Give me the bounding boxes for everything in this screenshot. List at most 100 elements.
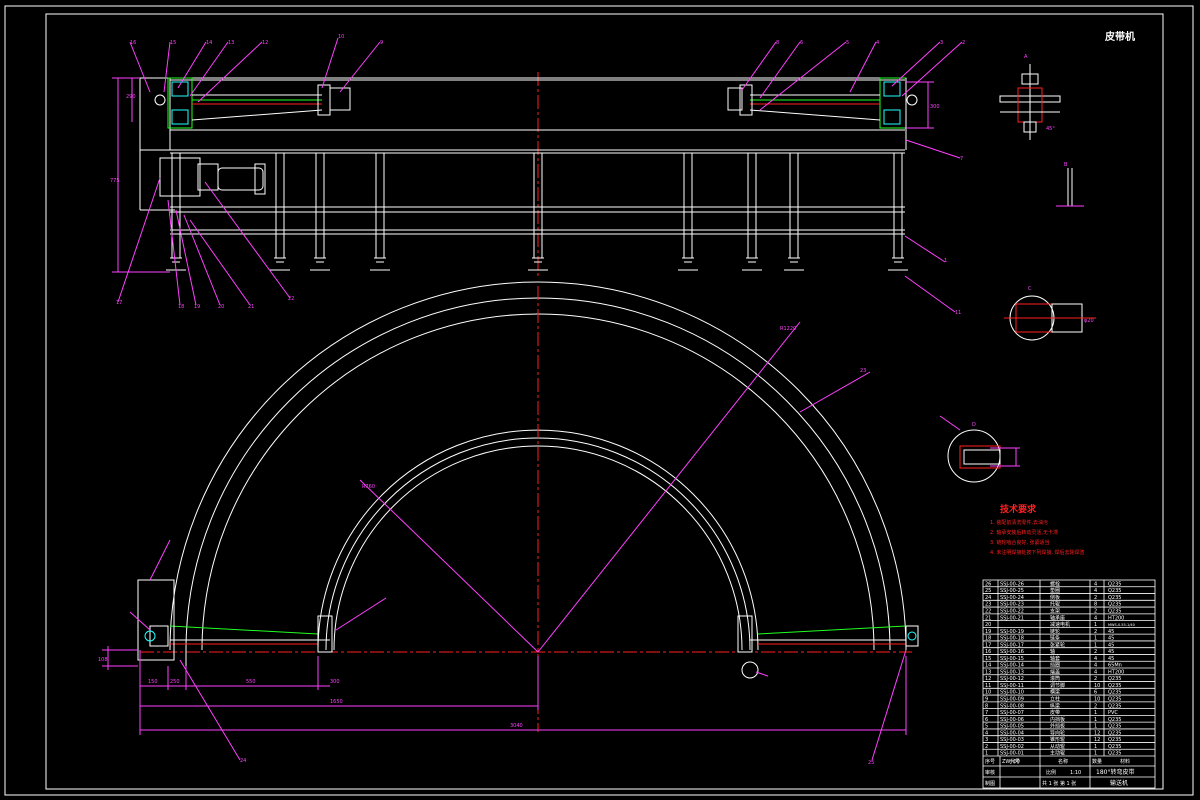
parts-cell-name: 垫圈 <box>1050 587 1060 594</box>
parts-cell-qty: 1 <box>1094 717 1097 723</box>
svg-text:制图: 制图 <box>985 780 995 787</box>
front-view <box>112 37 963 313</box>
svg-text:代号: 代号 <box>1010 758 1020 765</box>
parts-cell-qty: 1 <box>1094 751 1097 757</box>
parts-cell-name: 轴 <box>1050 648 1055 655</box>
svg-text:3040: 3040 <box>510 723 523 729</box>
parts-cell-code: SSJ-00-18 <box>1000 636 1024 642</box>
parts-cell-mat: HT200 <box>1108 615 1124 621</box>
parts-cell-qty: 4 <box>1094 669 1097 675</box>
parts-cell-code: SSJ-00-09 <box>1000 696 1024 702</box>
svg-text:108: 108 <box>98 657 108 663</box>
parts-cell-mat: 45 <box>1108 656 1114 662</box>
parts-cell-mat: Q235 <box>1108 724 1121 730</box>
parts-cell-name: 内挡板 <box>1050 716 1065 723</box>
parts-cell-qty: 2 <box>1094 676 1097 682</box>
parts-cell-qty: 4 <box>1094 588 1097 594</box>
parts-cell-mat: Q235 <box>1108 690 1121 696</box>
parts-cell-no: 23 <box>985 602 991 608</box>
svg-text:1:10: 1:10 <box>1070 770 1081 776</box>
parts-cell-name: 链条 <box>1050 635 1060 642</box>
svg-text:1650: 1650 <box>330 699 343 705</box>
svg-text:3: 3 <box>940 40 943 46</box>
parts-cell-no: 2 <box>985 744 988 750</box>
parts-cell-mat: 45 <box>1108 629 1114 635</box>
parts-cell-code: SSJ-00-10 <box>1000 690 1024 696</box>
parts-cell-qty: 1 <box>1094 710 1097 716</box>
parts-cell-name: 立柱 <box>1050 695 1060 702</box>
svg-text:名称: 名称 <box>1058 758 1068 765</box>
parts-cell-mat: Q235 <box>1108 676 1121 682</box>
part-balloons: 1 2 3 4 5 6 7 8 9 10 11 12 13 14 15 16 1… <box>116 34 965 766</box>
parts-cell-no: 13 <box>985 669 991 675</box>
parts-cell-qty: 4 <box>1094 663 1097 669</box>
plan-view <box>102 281 919 761</box>
parts-cell-mat: Q235 <box>1108 730 1121 736</box>
parts-cell-code: SSJ-00-08 <box>1000 703 1024 709</box>
svg-text:20: 20 <box>218 304 224 310</box>
svg-text:序号: 序号 <box>985 758 995 765</box>
parts-cell-qty: 2 <box>1094 703 1097 709</box>
svg-text:2. 轴承安装后转动灵活,无卡滞: 2. 轴承安装后转动灵活,无卡滞 <box>990 529 1058 536</box>
parts-cell-name: 轴套 <box>1050 655 1060 662</box>
parts-cell-name: 托辊 <box>1050 601 1060 608</box>
parts-cell-mat: 45 <box>1108 649 1114 655</box>
parts-cell-code: SSJ-00-11 <box>1000 683 1024 689</box>
parts-cell-code: SSJ-00-12 <box>1000 676 1024 682</box>
svg-text:300: 300 <box>930 104 940 110</box>
svg-text:13: 13 <box>228 40 234 46</box>
svg-text:共 1 张 第 1 张: 共 1 张 第 1 张 <box>1042 780 1076 787</box>
parts-cell-code: SSJ-00-06 <box>1000 717 1024 723</box>
inner-frame <box>45 13 1164 790</box>
svg-text:16: 16 <box>130 40 136 46</box>
svg-text:150: 150 <box>148 679 158 685</box>
outer-frame <box>4 5 1194 796</box>
parts-cell-no: 26 <box>985 581 991 587</box>
parts-cell-qty: 1 <box>1094 642 1097 648</box>
parts-cell-qty: 2 <box>1094 629 1097 635</box>
parts-cell-name: 螺栓 <box>1050 580 1060 587</box>
parts-cell-mat: 45 <box>1108 636 1114 642</box>
parts-cell-mat: Q235 <box>1108 602 1121 608</box>
parts-cell-code: SSJ-00-21 <box>1000 615 1024 621</box>
parts-cell-mat: HT200 <box>1108 669 1124 675</box>
parts-cell-qty: 2 <box>1094 649 1097 655</box>
parts-cell-mat: Q235 <box>1108 737 1121 743</box>
parts-cell-no: 18 <box>985 636 991 642</box>
svg-text:14: 14 <box>206 40 212 46</box>
technical-requirements: 技术要求 1. 装配前清洗零件,去油污 2. 轴承安装后转动灵活,无卡滞 3. … <box>990 503 1085 556</box>
svg-text:21: 21 <box>248 304 254 310</box>
svg-text:1: 1 <box>944 258 947 264</box>
parts-cell-qty: 1 <box>1094 636 1097 642</box>
parts-cell-code: SSJ-00-07 <box>1000 710 1024 716</box>
svg-text:11: 11 <box>955 310 961 316</box>
svg-text:19: 19 <box>194 304 200 310</box>
parts-cell-name: 锥形辊 <box>1050 736 1065 743</box>
svg-text:12: 12 <box>262 40 268 46</box>
parts-cell-qty: 1 <box>1094 622 1097 628</box>
svg-text:R1220: R1220 <box>780 326 796 332</box>
svg-text:45°: 45° <box>1046 126 1055 132</box>
parts-cell-name: 端盖 <box>1050 668 1060 675</box>
parts-cell-mat: Q235 <box>1108 581 1121 587</box>
parts-cell-code: SSJ-00-23 <box>1000 602 1024 608</box>
parts-cell-no: 5 <box>985 724 988 730</box>
parts-cell-code: SSJ-00-24 <box>1000 595 1024 601</box>
parts-cell-mat: 45 <box>1108 642 1114 648</box>
svg-text:8: 8 <box>776 40 779 46</box>
parts-cell-name: 皮带 <box>1050 709 1060 716</box>
parts-cell-no: 6 <box>985 717 988 723</box>
parts-cell-mat: MWS-0.55-1/40 <box>1108 623 1135 627</box>
svg-text:4. 未注明焊接处按下列焊接, 焊后去除焊渣: 4. 未注明焊接处按下列焊接, 焊后去除焊渣 <box>990 549 1085 556</box>
parts-cell-mat: PVC <box>1108 710 1118 716</box>
parts-cell-mat: Q235 <box>1108 703 1121 709</box>
svg-text:材料: 材料 <box>1120 758 1130 765</box>
parts-cell-code: SSJ-00-01 <box>1000 751 1024 757</box>
parts-cell-code: SSJ-00-02 <box>1000 744 1024 750</box>
parts-cell-name: 张紧轮 <box>1050 641 1065 648</box>
parts-cell-no: 17 <box>985 642 991 648</box>
parts-cell-mat: Q235 <box>1108 717 1121 723</box>
parts-cell-no: 20 <box>985 622 991 628</box>
svg-text:250: 250 <box>170 679 180 685</box>
